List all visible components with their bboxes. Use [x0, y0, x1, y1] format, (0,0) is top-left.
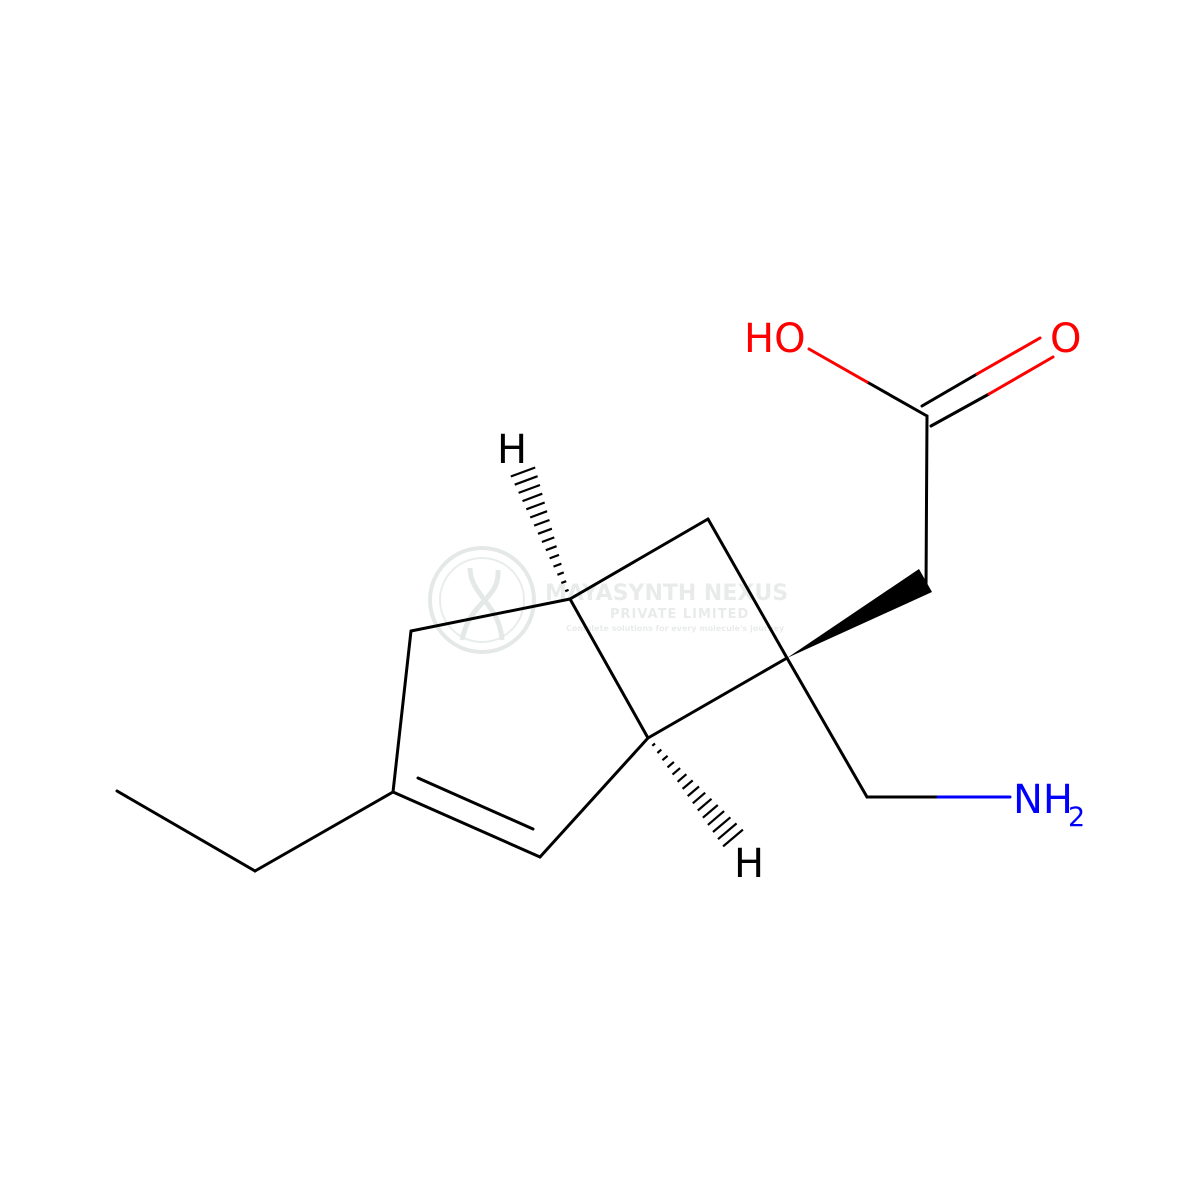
- atom-label-carbonyl-oxygen: O: [1050, 316, 1081, 362]
- hash-stroke: [537, 527, 553, 535]
- watermark-ring-icon: [428, 546, 536, 654]
- watermark-logo: MAYASYNTH NEXUS PRIVATE LIMITED Complete…: [428, 546, 788, 654]
- bond-hash-bottom-h: [646, 736, 744, 848]
- bond-ethyl-ch2-ring: [253, 790, 395, 873]
- bond-c-o-double-2-red: [987, 355, 1055, 396]
- bond-wedge-ch2cooh: [787, 569, 932, 658]
- hash-stroke: [681, 779, 694, 790]
- hash-stroke: [666, 761, 675, 769]
- hash-stroke: [568, 597, 572, 601]
- hash-stroke: [712, 816, 732, 833]
- hash-stroke: [533, 518, 550, 527]
- hash-stroke: [676, 773, 688, 783]
- atom-label-stereo-h-bottom: H: [734, 841, 764, 887]
- bond-cb-c6-c5: [646, 656, 789, 740]
- hash-stroke: [661, 754, 669, 762]
- hash-stroke: [686, 785, 700, 797]
- hash-stroke: [522, 492, 543, 503]
- bond-cb-c1-c7: [568, 517, 710, 601]
- hash-stroke: [529, 510, 548, 519]
- hash-stroke: [514, 475, 538, 486]
- bond-c-o-double-2-black: [929, 392, 991, 428]
- bond-c6-ch2n: [785, 656, 869, 799]
- bond-hash-top-h: [510, 466, 572, 601]
- bond-double-outer: [391, 790, 542, 859]
- watermark-helix-icon: [459, 567, 505, 641]
- hash-stroke: [525, 501, 546, 511]
- bond-ring-c2-c1: [409, 597, 572, 633]
- hash-stroke: [510, 466, 536, 478]
- hash-stroke: [541, 536, 555, 544]
- bond-c-o-double-1-black: [920, 372, 979, 408]
- bond-ring-fusion: [568, 597, 650, 740]
- bond-cb-c7-c6: [706, 517, 789, 660]
- hash-stroke: [692, 791, 706, 805]
- hash-stroke: [549, 553, 560, 560]
- atom-label-stereo-h-top: H: [497, 427, 527, 473]
- hash-stroke: [697, 797, 713, 812]
- hash-stroke: [717, 822, 738, 841]
- watermark-line2: PRIVATE LIMITED: [610, 607, 749, 622]
- atom-label-hydroxyl: HO: [744, 316, 806, 362]
- hash-stroke: [564, 588, 569, 593]
- hash-stroke: [656, 748, 663, 754]
- hash-stroke: [671, 767, 681, 776]
- watermark-ring-inner-icon: [439, 557, 525, 643]
- bond-c-oh-red: [807, 347, 869, 384]
- hash-stroke: [651, 742, 656, 747]
- hash-stroke: [560, 580, 567, 585]
- bond-c-oh-black: [865, 380, 929, 418]
- hash-stroke: [545, 545, 557, 552]
- bond-ring-c5-c4: [538, 736, 650, 859]
- hash-stroke: [707, 810, 725, 826]
- bond-ch2-cooh: [924, 414, 929, 592]
- bond-layer: [115, 336, 1055, 873]
- watermark-line3: Complete solutions for every molecule's …: [566, 624, 785, 633]
- hash-stroke: [557, 571, 565, 576]
- bond-double-inner: [416, 776, 535, 831]
- atom-label-amine-subscript: 2: [1068, 802, 1085, 833]
- hash-stroke: [518, 483, 541, 494]
- atom-label-amine: NH: [1013, 777, 1073, 823]
- hash-stroke: [722, 828, 744, 848]
- bond-ring-c3-c2: [391, 629, 413, 794]
- hash-stroke: [646, 736, 650, 740]
- bond-c-o-double-1-red: [975, 336, 1042, 376]
- bond-ethyl-ch3-ch2: [115, 789, 257, 873]
- watermark-line1: MAYASYNTH NEXUS: [545, 581, 788, 606]
- hash-stroke: [553, 562, 562, 568]
- hash-stroke: [702, 804, 719, 819]
